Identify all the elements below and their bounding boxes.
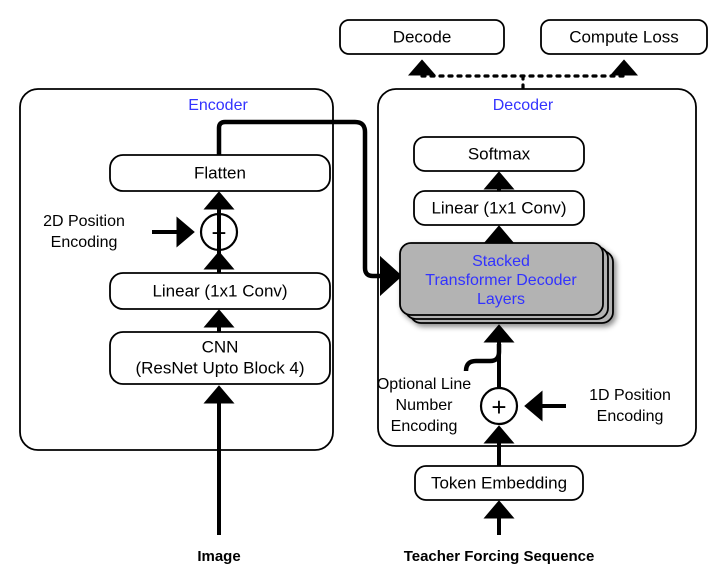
encoder-linear-box-label: Linear (1x1 Conv): [152, 281, 287, 300]
token-embedding-box-label: Token Embedding: [431, 473, 567, 492]
decoder-sum-node[interactable]: +: [479, 386, 519, 426]
2d-position-encoding-line2: Encoding: [51, 234, 118, 251]
2d-position-encoding-line1: 2D Position: [43, 213, 125, 230]
decoder-group-shape: [377, 88, 697, 447]
stacked-transformer-decoder-layers[interactable]: Stacked Transformer Decoder Layers: [399, 242, 614, 324]
decoder-linear-box[interactable]: Linear (1x1 Conv): [413, 190, 585, 226]
cnn-box[interactable]: CNN (ResNet Upto Block 4): [109, 331, 331, 385]
optional-line-number-encoding-label: Optional Line Number Encoding: [377, 376, 471, 435]
encoder-group-label: Encoder: [188, 97, 248, 114]
encoder-linear-box[interactable]: Linear (1x1 Conv): [109, 272, 331, 310]
decode-box-shape: [339, 19, 505, 55]
stacked-layers-label-line1: Stacked: [472, 253, 530, 270]
optional-line-number-encoding-line3: Encoding: [391, 418, 458, 435]
softmax-box-label: Softmax: [468, 144, 531, 163]
decoder-linear-box-label: Linear (1x1 Conv): [431, 198, 566, 217]
1d-position-encoding-line2: Encoding: [597, 408, 664, 425]
encoder-to-decoder-connector: [216, 119, 403, 297]
stacked-layer-front-1: [399, 242, 604, 316]
optional-line-number-curve: [463, 344, 502, 372]
flatten-box[interactable]: Flatten: [109, 154, 331, 192]
decoder-group: Decoder: [377, 88, 697, 447]
compute-loss-box-label: Compute Loss: [569, 27, 679, 46]
decode-box-label: Decode: [393, 27, 452, 46]
cnn-box-label-line2: (ResNet Upto Block 4): [135, 358, 304, 377]
decode-box[interactable]: Decode: [339, 19, 505, 55]
teacher-forcing-input-label: Teacher Forcing Sequence: [404, 548, 595, 565]
image-input-label: Image: [197, 548, 240, 565]
optional-line-number-encoding-line1: Optional Line: [377, 376, 471, 393]
stacked-layers-label-line3: Layers: [477, 291, 525, 308]
optional-line-number-encoding-line2: Number: [396, 397, 454, 414]
2d-position-encoding-label: 2D Position Encoding: [43, 213, 125, 251]
encoder-group: Encoder: [19, 88, 334, 451]
decoder-group-label: Decoder: [493, 97, 554, 114]
softmax-box[interactable]: Softmax: [413, 136, 585, 172]
cnn-box-label-line1: CNN: [202, 337, 239, 356]
token-embedding-box[interactable]: Token Embedding: [414, 465, 584, 501]
stacked-layers-label-line2: Transformer Decoder: [425, 272, 577, 289]
flatten-box-label: Flatten: [194, 163, 246, 182]
decoder-sum-plus-label: +: [491, 392, 506, 422]
1d-position-encoding-line1: 1D Position: [589, 387, 671, 404]
encoder-group-shape: [19, 88, 334, 451]
compute-loss-box-shape: [540, 19, 708, 55]
compute-loss-box[interactable]: Compute Loss: [540, 19, 708, 55]
softmax-box-shape: [413, 136, 585, 172]
1d-position-encoding-label: 1D Position Encoding: [589, 387, 671, 425]
